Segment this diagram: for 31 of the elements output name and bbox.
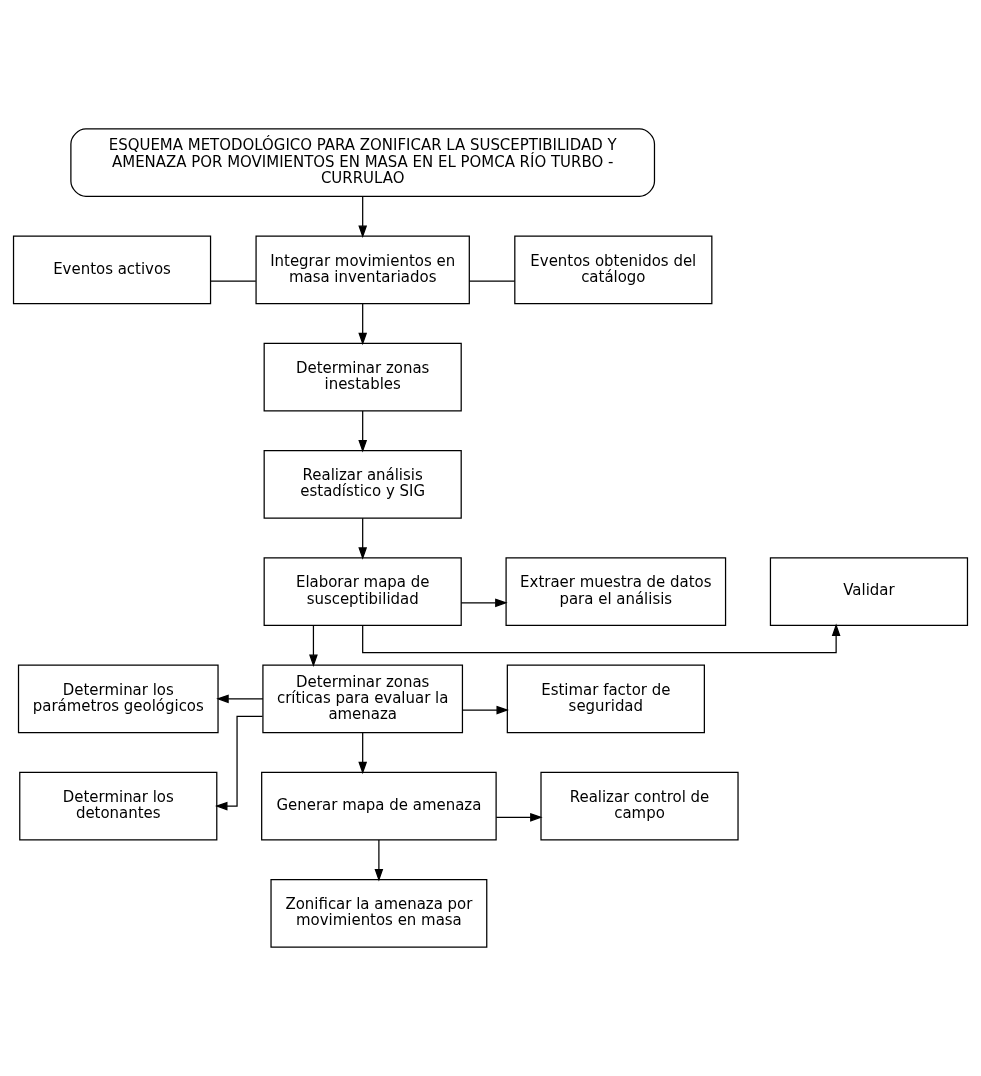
node-box: Eventos activos [12,235,212,305]
node-box: Realizar análisis estadístico y SIG [263,450,462,519]
node-box: Determinar zonas inestables [263,342,462,412]
node-box: Elaborar mapa de susceptibilidad [263,557,462,626]
arrow [215,715,264,811]
node-box: Determinar zonas críticas para evaluar la amenaza [262,664,464,734]
arrow [358,410,368,453]
node-box: Estimar factor de seguridad [506,664,705,734]
arrow [358,303,368,346]
node-box: Zonificar la amenaza por movimientos en masa [270,879,488,948]
arrow [216,694,264,704]
arrow [460,598,508,608]
arrow [462,705,509,715]
node-box: ESQUEMA METODOLÓGICO PARA ZONIFICAR LA SUSCEPTIBILIDAD Y AMENAZA POR MOVIMIENTOS EN MASA EN EL POMCA RÍO TURBO - CURRULAO [70,128,656,197]
arrow [358,732,368,775]
node-box: Generar mapa de amenaza [261,771,497,841]
arrow [358,517,368,560]
arrow [362,623,841,654]
node-box: Extraer muestra de datos para el análisis [505,557,727,626]
connector [468,280,516,282]
node-box: Determinar los detonantes [19,771,218,841]
node-box: Validar [769,557,969,626]
arrow [495,812,543,822]
arrow [374,839,384,882]
node-box: Integrar movimientos en masa inventariados [255,235,470,305]
node-box: Eventos obtenidos del catálogo [514,235,713,305]
arrow [309,624,318,668]
node-box: Realizar control de campo [540,771,739,841]
connector [210,280,257,282]
node-box: Determinar los parámetros geológicos [17,664,219,734]
arrow [358,195,368,239]
